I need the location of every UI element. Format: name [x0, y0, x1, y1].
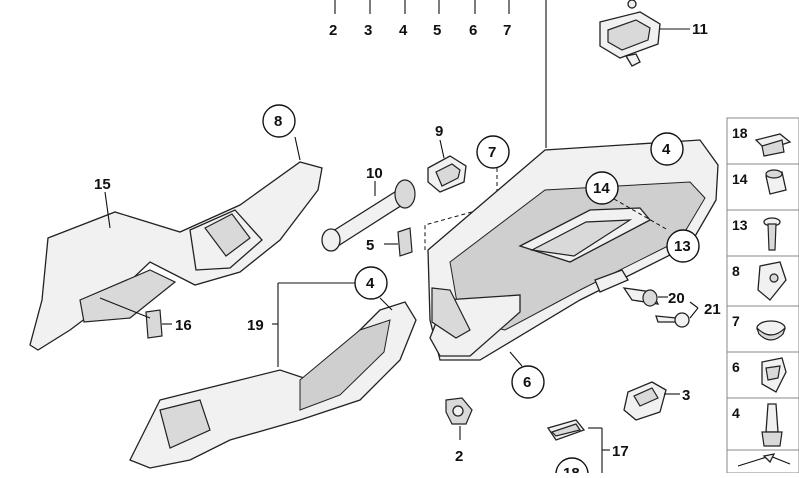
part-5-clip: 5: [366, 227, 413, 257]
part-9-lock-cylinder: 9: [427, 123, 467, 193]
callout-18-circle-bottom: 18: [555, 457, 589, 478]
callout-5: 5: [366, 237, 374, 254]
callout-15: 15: [94, 176, 111, 193]
callout-7-circle: 7: [424, 135, 510, 250]
part-3-latch: 3: [623, 381, 690, 421]
callout-4-circle-upper: 4: [650, 132, 684, 166]
callout-2-bottom: 2: [455, 448, 463, 465]
part-10-tube: 10: [321, 165, 416, 252]
callout-14-circle: 14: [585, 171, 669, 231]
callout-2-top: 2: [329, 22, 337, 39]
callout-3-top: 3: [364, 22, 372, 39]
callout-19-bracket: 19: [247, 282, 355, 367]
callout-6: 6: [523, 374, 531, 391]
top-callouts: 2 3 4 5 6 7: [329, 0, 511, 39]
callout-6-circle: 6: [509, 351, 545, 399]
callout-8: 8: [274, 113, 282, 130]
part-20-lock: 20: [622, 287, 685, 307]
part-17-cover: 17: [546, 419, 629, 473]
part-11-actuator: 11: [599, 0, 708, 67]
sidebar-label-13: 13: [732, 217, 748, 233]
callout-5-top: 5: [433, 22, 441, 39]
part-21-key: 21: [655, 301, 721, 328]
callout-11: 11: [692, 21, 708, 38]
sidebar-label-4: 4: [732, 405, 740, 421]
callout-4-top: 4: [399, 22, 408, 39]
sidebar-parts: 18 14 13 8 7 6 4: [726, 117, 799, 474]
callout-17: 17: [612, 443, 629, 460]
callout-9: 9: [435, 123, 443, 140]
callout-14: 14: [593, 180, 610, 197]
part-15-lower-trim: 15 16: [29, 161, 323, 351]
sidebar-label-6: 6: [732, 359, 740, 375]
callout-20: 20: [668, 290, 685, 307]
part-glovebox: [427, 139, 719, 361]
part-19-knee-trim: [129, 301, 417, 469]
callout-21: 21: [704, 301, 721, 318]
sidebar-label-7: 7: [732, 313, 740, 329]
callout-8-circle: 8: [262, 104, 301, 161]
sidebar-label-14: 14: [732, 171, 748, 187]
callout-16: 16: [175, 317, 192, 334]
callout-13: 13: [674, 238, 691, 255]
callout-4-circle-lower: 4: [354, 266, 393, 311]
callout-10: 10: [366, 165, 383, 182]
callout-18-bottom: 18: [563, 465, 580, 473]
callout-6-top: 6: [469, 22, 477, 39]
callout-19: 19: [247, 317, 264, 334]
callout-7: 7: [488, 144, 496, 161]
sidebar-label-8: 8: [732, 263, 740, 279]
sidebar-label-18: 18: [732, 125, 748, 141]
callout-4-lower: 4: [366, 275, 375, 292]
part-2-clip: 2: [445, 397, 473, 465]
callout-4-upper: 4: [662, 141, 671, 158]
callout-13-circle: 13: [666, 229, 700, 263]
callout-3: 3: [682, 387, 690, 404]
callout-7-top: 7: [503, 22, 511, 39]
expansion-nut-4-icon: [765, 403, 779, 433]
